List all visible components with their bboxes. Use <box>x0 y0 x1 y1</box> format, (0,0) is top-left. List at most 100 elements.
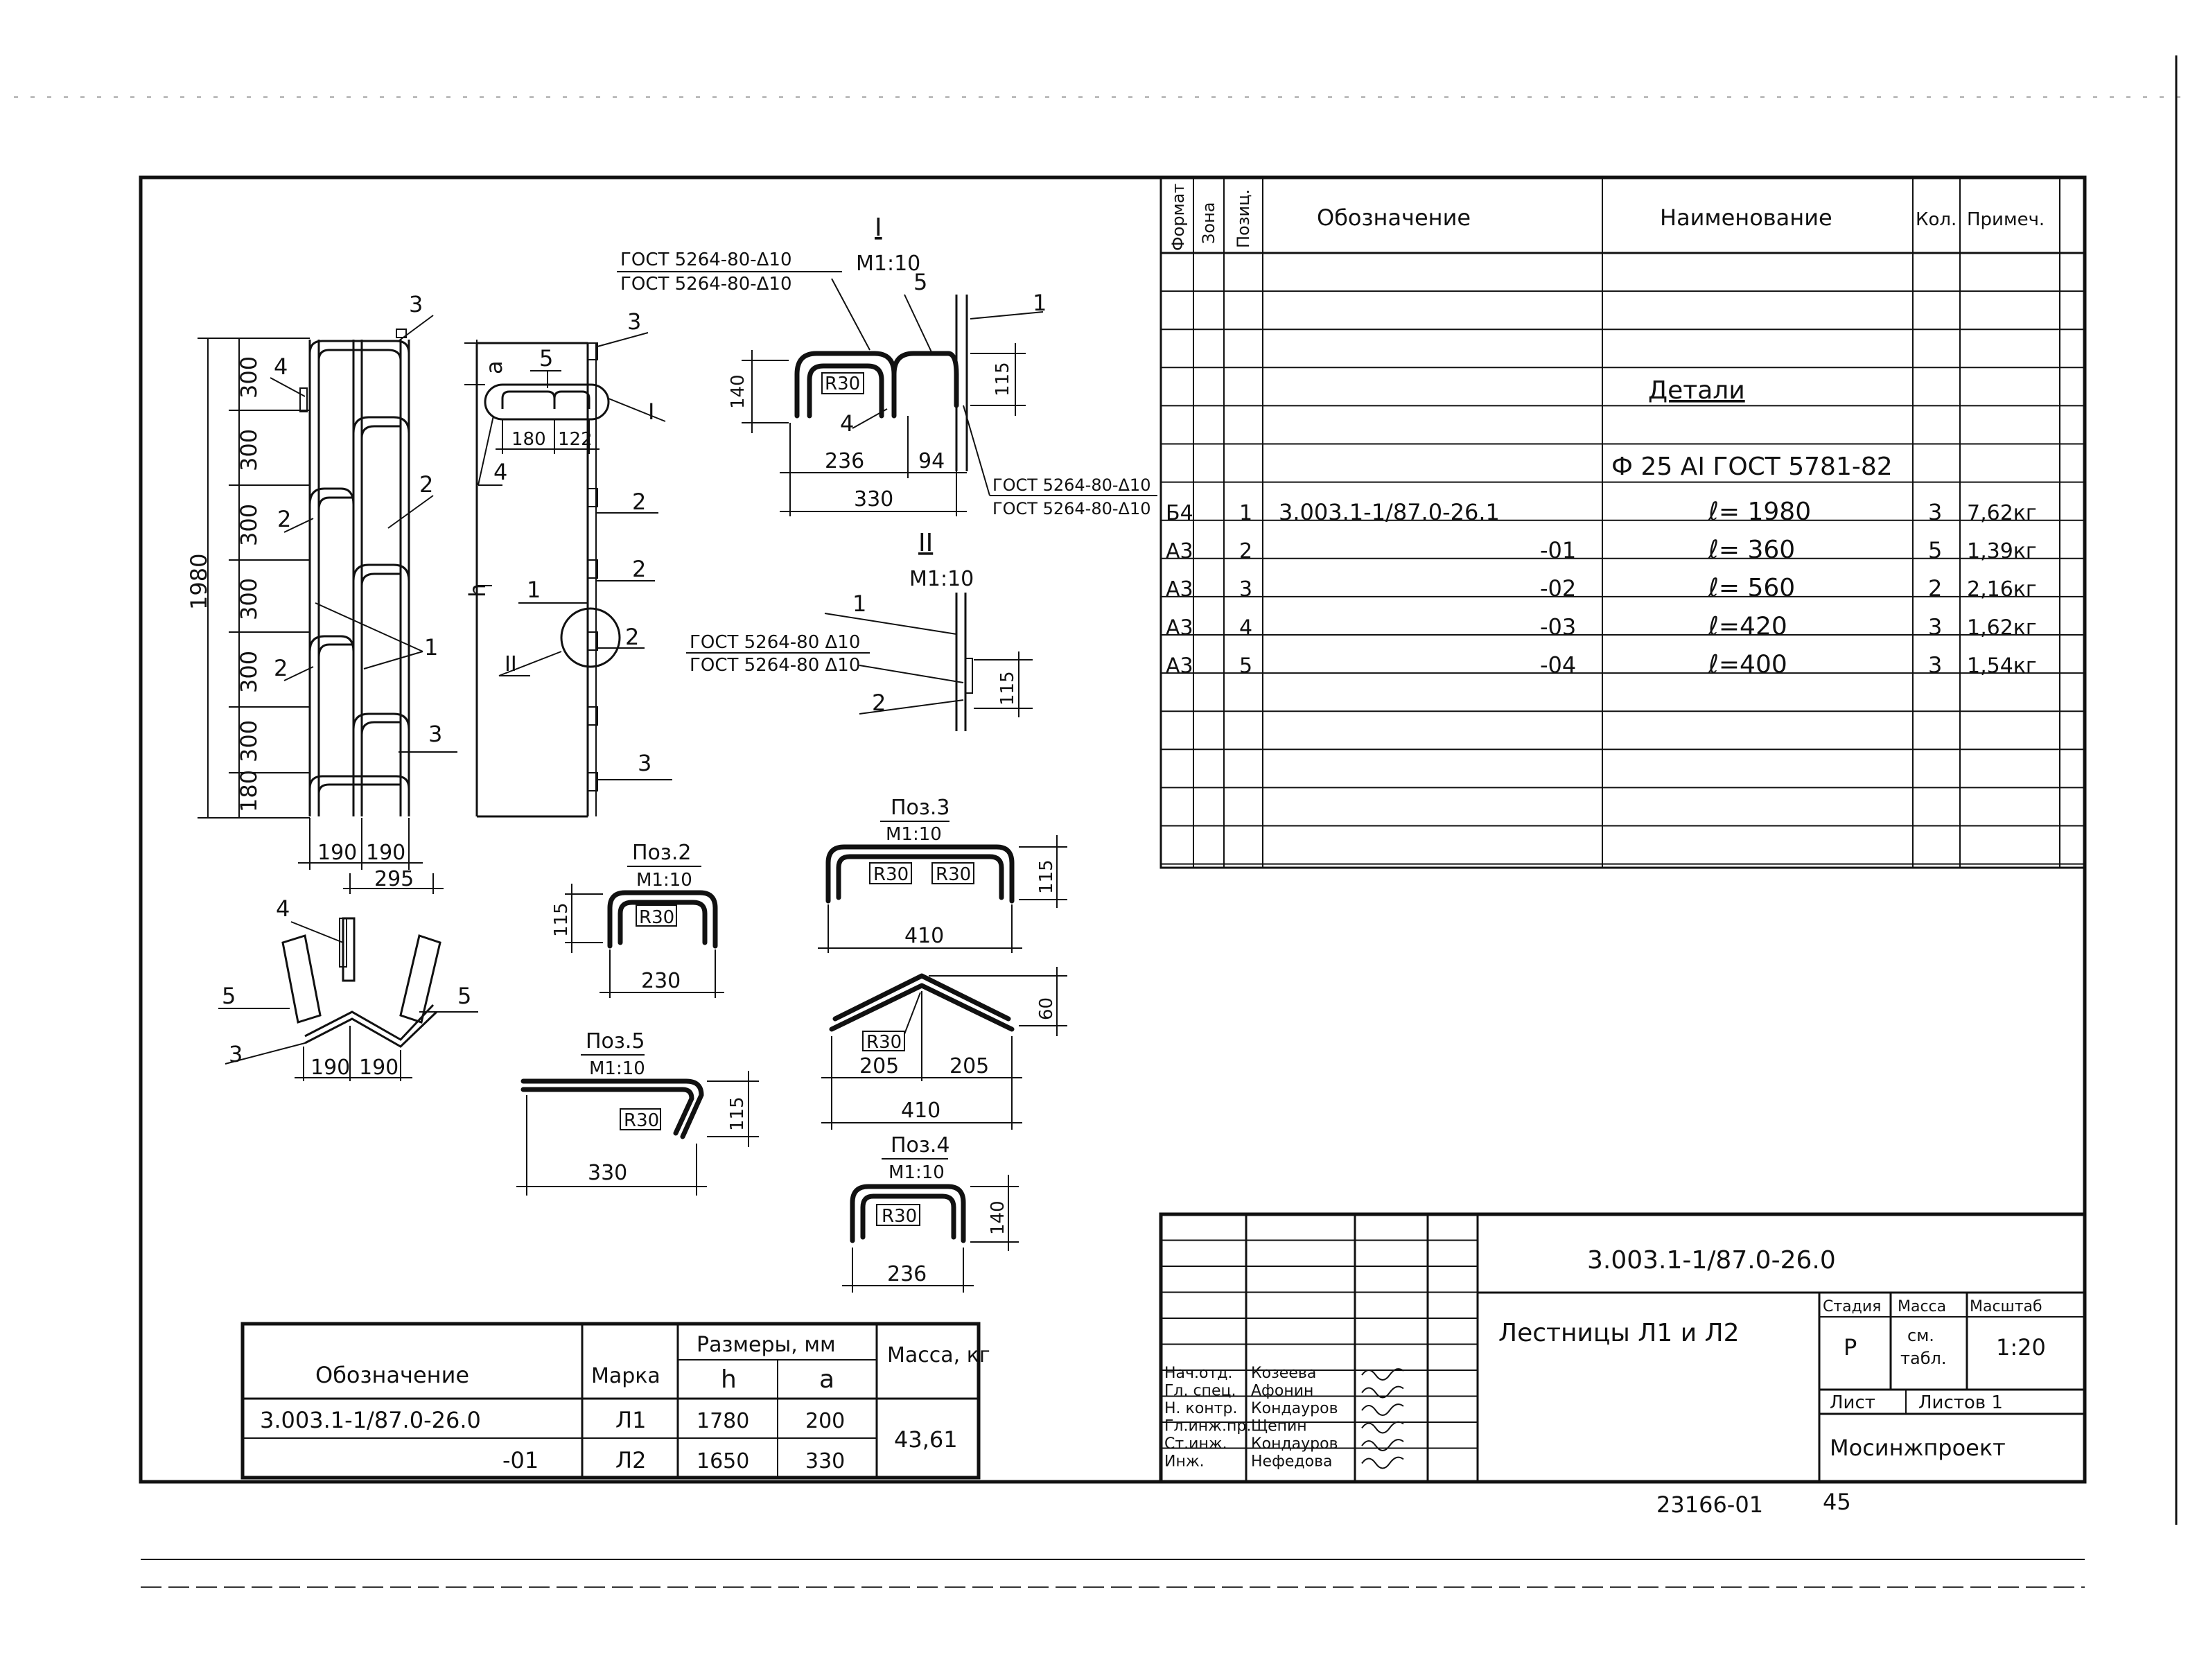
dim-table-row1-mark: Л1 <box>615 1407 646 1433</box>
dim-table-header-mark: Марка <box>591 1364 660 1388</box>
spec-row-pos: 5 <box>1239 654 1252 678</box>
spec-row-format: А3 <box>1166 577 1193 602</box>
side-callout-3-top: 3 <box>627 308 641 335</box>
main-callout-3-bottom: 3 <box>428 721 442 747</box>
spec-row-note: 1,62кг <box>1967 615 2037 640</box>
spec-row-name: ℓ= 360 <box>1708 536 1795 564</box>
pos-3-radius-1: R30 <box>873 864 909 885</box>
pos-4-scale: М1:10 <box>889 1162 945 1183</box>
spec-row-qty: 3 <box>1928 613 1942 640</box>
side-callout-2-c: 2 <box>625 624 639 650</box>
detail-1-gost-top-2: ГОСТ 5264-80-Δ10 <box>620 274 792 295</box>
side-callout-II: ΙΙ <box>505 652 517 676</box>
spec-header-designation: Обозначение <box>1317 204 1471 231</box>
detail-1-callout-4: 4 <box>840 410 854 437</box>
pos-3-radius-2: R30 <box>936 864 971 885</box>
detail-1-dim-236: 236 <box>825 449 864 473</box>
staff-role: Инж. <box>1164 1453 1205 1471</box>
pos-2-width: 230 <box>641 969 681 993</box>
detail-1-gost-top-1: ГОСТ 5264-80-Δ10 <box>620 250 792 270</box>
pos-3-scale: М1:10 <box>886 824 942 845</box>
spec-row-note: 2,16кг <box>1967 577 2037 602</box>
main-callout-2-lower: 2 <box>274 655 288 681</box>
title-block: 3.003.1-1/87.0-26.0 Лестницы Л1 и Л2 Ста… <box>1159 1212 2087 1484</box>
side-callout-1: 1 <box>527 577 541 603</box>
detail-2-callout-1: 1 <box>852 590 866 617</box>
pos-5-title: Поз.5 <box>586 1029 645 1053</box>
spec-row-qty: 3 <box>1928 651 1942 678</box>
pos-3b-left: 205 <box>859 1054 899 1078</box>
pos-2-title: Поз.2 <box>632 841 692 865</box>
spec-row-qty: 3 <box>1928 499 1942 525</box>
main-dim-seg-2: 300 <box>236 429 262 471</box>
pos-3b-height: 60 <box>1036 997 1057 1020</box>
detail-2: ΙΙ М1:10 115 ГОСТ 5264-80 Δ10 ГОСТ 5264-… <box>686 529 1033 731</box>
title-block-mass-label: Масса <box>1898 1298 1946 1315</box>
detail-2-dim-115: 115 <box>997 671 1018 706</box>
spec-row-format: А3 <box>1166 654 1193 678</box>
staff-name: Щепин <box>1251 1418 1307 1435</box>
title-block-sheets-label: Листов 1 <box>1918 1392 2003 1413</box>
pos-3b-width: 410 <box>901 1099 940 1123</box>
plan-dim-190-b: 190 <box>359 1056 399 1080</box>
main-dim-seg-5: 300 <box>236 651 262 693</box>
staff-signature <box>1361 1421 1404 1434</box>
spec-row-pos: 4 <box>1239 615 1252 640</box>
main-callout-2-right: 2 <box>419 471 433 498</box>
spec-header-qty: Кол. <box>1916 209 1957 230</box>
pos-2-radius: R30 <box>639 907 674 928</box>
plan-view: 295 190 190 4 5 5 3 <box>218 867 478 1081</box>
spec-section-title: Детали <box>1648 376 1745 405</box>
pos-3-bent-detail: R30 60 205 205 410 <box>821 967 1067 1130</box>
pos-4-title: Поз.4 <box>891 1133 950 1157</box>
pos-5-height: 115 <box>727 1096 748 1131</box>
pos-2-height: 115 <box>551 902 572 937</box>
pos-3b-right: 205 <box>949 1054 989 1078</box>
main-dim-seg-1: 300 <box>236 356 262 399</box>
spec-row-format: Б4 <box>1166 501 1193 525</box>
title-block-mass-1: см. <box>1907 1326 1934 1345</box>
dim-table-row2-mark: Л2 <box>615 1447 646 1473</box>
detail-1-callout-5: 5 <box>913 269 927 295</box>
detail-2-gost-2: ГОСТ 5264-80 Δ10 <box>690 655 860 676</box>
plan-dim-295: 295 <box>374 867 414 891</box>
spec-row-designation: -02 <box>1540 575 1576 602</box>
dim-table-header-h: h <box>721 1365 737 1394</box>
spec-row-pos: 2 <box>1239 539 1252 563</box>
dim-table-row2-a: 330 <box>805 1449 845 1473</box>
spec-material: Ф 25 АI ГОСТ 5781-82 <box>1611 453 1893 481</box>
main-callout-2-left: 2 <box>277 506 291 532</box>
staff-role: Нач.отд. <box>1164 1365 1233 1382</box>
spec-header-note: Примеч. <box>1967 209 2045 230</box>
detail-1-dim-140: 140 <box>728 374 749 409</box>
dim-table-row1-a: 200 <box>805 1409 845 1433</box>
spec-row-name: ℓ=400 <box>1708 650 1787 679</box>
pos-4-height: 140 <box>988 1200 1008 1235</box>
spec-table: Формат Зона Позиц. Обозначение Наименова… <box>1159 176 2086 869</box>
pos-4-radius: R30 <box>882 1206 917 1227</box>
spec-header-format: Формат <box>1168 184 1188 251</box>
spec-row-name: ℓ= 560 <box>1708 574 1795 602</box>
main-callout-1: 1 <box>424 634 438 660</box>
spec-row-note: 7,62кг <box>1967 501 2037 525</box>
main-dim-width-2: 190 <box>366 841 405 865</box>
staff-role: Н. контр. <box>1164 1400 1237 1417</box>
pos-5-scale: М1:10 <box>589 1058 645 1079</box>
side-callout-3-bottom: 3 <box>638 750 651 776</box>
staff-name: Козеева <box>1251 1365 1316 1382</box>
main-dim-total: 1980 <box>186 554 212 610</box>
side-view: 180 122 а h 3 5 Ι 4 2 1 2 2 ΙΙ 3 <box>464 308 672 818</box>
main-callout-3-top: 3 <box>409 291 423 317</box>
dim-table-row1-h: 1780 <box>697 1409 749 1433</box>
side-callout-I: Ι <box>648 399 654 425</box>
plan-callout-4: 4 <box>276 895 290 922</box>
detail-1-gost-bottom-2: ГОСТ 5264-80-Δ10 <box>992 499 1150 518</box>
main-dim-seg-6: 300 <box>236 720 262 762</box>
staff-name: Нефедова <box>1251 1453 1333 1471</box>
detail-2-gost-1: ГОСТ 5264-80 Δ10 <box>690 632 860 653</box>
staff-signature <box>1361 1385 1404 1399</box>
side-dim-122: 122 <box>558 429 593 450</box>
pos-3b-radius: R30 <box>866 1032 902 1053</box>
spec-row-note: 1,54кг <box>1967 654 2037 678</box>
